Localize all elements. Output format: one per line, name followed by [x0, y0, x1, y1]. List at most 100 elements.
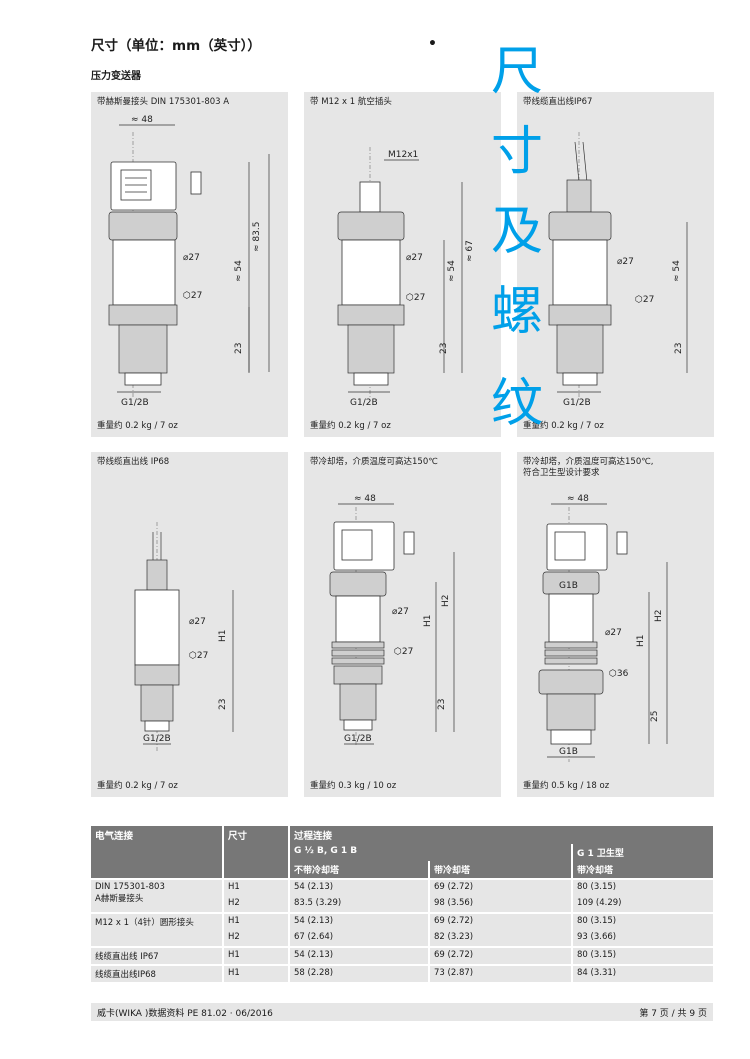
drawing-panel-ip67: 带线缆直出线IP67 ≈ 54 ⌀27 ⬡27 23 G1/2B 重量约 0.2… — [517, 92, 714, 437]
panel-caption: 带赫斯曼接头 DIN 175301-803 A — [97, 97, 230, 107]
cell-connection: 线缆直出线 IP67 — [91, 946, 223, 965]
dim-label: ⌀27 — [406, 253, 423, 263]
cell-value: 93 (3.66) — [571, 930, 713, 947]
caption-line-1: 带冷却塔，介质温度可高达150℃, — [523, 457, 654, 467]
cell-value: 67 (2.64) — [288, 930, 429, 947]
cell-size: H2 — [222, 930, 289, 947]
panel-weight: 重量约 0.2 kg / 7 oz — [97, 421, 178, 431]
col-header-connection: 电气连接 — [91, 826, 223, 879]
drawing-cooling-tower: ≈ 48 ⌀27 H1 H2 ⬡27 23 G1/2B — [329, 494, 455, 747]
dim-label: 23 — [234, 343, 244, 354]
table-row: H2 67 (2.64) 82 (3.23) 93 (3.66) — [91, 930, 713, 947]
dim-label: H1 — [218, 630, 228, 643]
cell-size: H1 — [222, 946, 289, 965]
cooling-fins — [544, 641, 598, 665]
section-subtitle: 压力变送器 — [91, 71, 141, 82]
dim-label: ⌀27 — [617, 257, 634, 267]
dim-label: G1/2B — [344, 734, 372, 744]
page-title: 尺寸（单位：mm（英寸）） — [91, 38, 261, 54]
cell-connection: 线缆直出线IP68 — [91, 964, 223, 982]
cell-value: 80 (3.15) — [571, 946, 713, 965]
dim-label: ⌀27 — [183, 253, 200, 263]
dim-label: 23 — [674, 343, 684, 354]
dim-label: M12x1 — [388, 150, 418, 160]
panel-weight: 重量约 0.2 kg / 7 oz — [523, 421, 604, 431]
cell-value: 83.5 (3.29) — [288, 896, 429, 913]
cell-value: 98 (3.56) — [428, 896, 572, 913]
dim-label: 23 — [218, 699, 228, 710]
table-row: H2 83.5 (3.29) 98 (3.56) 109 (4.29) — [91, 896, 713, 913]
subheader-g-half: G ½ B, G 1 B — [288, 844, 572, 861]
dim-label: ≈ 48 — [567, 494, 589, 504]
dim-label: ⌀27 — [605, 628, 622, 638]
caption-line-2: 符合卫生型设计要求 — [523, 468, 600, 478]
dim-label: ≈ 54 — [234, 260, 244, 282]
cell-value: 109 (4.29) — [571, 896, 713, 913]
dim-label: ⬡27 — [635, 295, 654, 305]
cell-value: 69 (2.72) — [428, 946, 572, 965]
drawing-ip67-cable: ≈ 54 ⌀27 ⬡27 23 G1/2B — [548, 132, 688, 408]
conn-line-2: A赫斯曼接头 — [95, 894, 144, 904]
dim-label: ⬡27 — [189, 651, 208, 661]
dim-label: 25 — [650, 711, 660, 722]
cell-size: H2 — [222, 896, 289, 913]
cell-value: 54 (2.13) — [288, 912, 429, 930]
dim-label: ⌀27 — [392, 607, 409, 617]
dim-label: H1 — [423, 615, 433, 628]
panel-weight: 重量约 0.2 kg / 7 oz — [310, 421, 391, 431]
cell-value: 69 (2.72) — [428, 878, 572, 896]
cell-size: H1 — [222, 912, 289, 930]
cell-size: H1 — [222, 878, 289, 896]
dim-label: G1/2B — [143, 734, 171, 744]
overlay-char: 纹 — [490, 374, 543, 434]
dim-label: ≈ 54 — [447, 260, 457, 282]
cell-value: 54 (2.13) — [288, 878, 429, 896]
dim-label: G1/2B — [350, 398, 378, 408]
dimension-table: 电气连接 尺寸 过程连接 G ½ B, G 1 B G 1 卫生型 不带冷却塔 … — [91, 826, 713, 982]
cooling-fins — [331, 641, 385, 665]
dim-label: 23 — [439, 343, 449, 354]
dim-label: ≈ 83.5 — [252, 222, 262, 252]
overlay-char: 尺 — [490, 42, 543, 102]
dim-label: ≈ 67 — [465, 240, 475, 262]
overlay-char: 寸 — [490, 122, 543, 182]
drawing-panel-sanitary: 带冷却塔，介质温度可高达150℃,符合卫生型设计要求 ≈ 48 G1B ⌀27 … — [517, 452, 714, 797]
cell-value: 82 (3.23) — [428, 930, 572, 947]
dim-label: H2 — [654, 610, 664, 623]
bullet-dot: • — [428, 36, 437, 52]
dim-label: ⌀27 — [189, 617, 206, 627]
cell-value: 80 (3.15) — [571, 878, 713, 896]
cell-value: 54 (2.13) — [288, 946, 429, 965]
subheader-g1-sanitary: G 1 卫生型 — [571, 844, 713, 861]
table-row: 线缆直出线IP68 H1 58 (2.28) 73 (2.87) 84 (3.3… — [91, 964, 713, 982]
dim-label: ⬡27 — [183, 291, 202, 301]
cell-size: H1 — [222, 964, 289, 982]
drawing-din-connector: ≈ 48 ≈ 83.5 ≈ 54 ⌀27 ⬡27 23 G1/2B — [108, 115, 270, 408]
cell-value: 58 (2.28) — [288, 964, 429, 982]
overlay-char: 螺 — [490, 282, 543, 342]
page-footer: 威卡(WIKA )数据资料 PE 81.02 · 06/2016 第 7 页 /… — [91, 1003, 713, 1021]
drawing-panel-din: 带赫斯曼接头 DIN 175301-803 A ≈ 48 ≈ 83.5 ≈ 54… — [91, 92, 288, 437]
panel-weight: 重量约 0.2 kg / 7 oz — [97, 781, 178, 791]
dim-label: G1/2B — [563, 398, 591, 408]
dim-label: G1/2B — [121, 398, 149, 408]
drawing-ip68-cable: ⌀27 H1 ⬡27 23 G1/2B — [134, 522, 234, 752]
panel-caption: 带线缆直出线IP67 — [523, 97, 593, 107]
drawing-sanitary-cooling-tower: ≈ 48 G1B ⌀27 H1 H2 ⬡36 25 G1B — [538, 494, 668, 762]
cell-connection: M12 x 1（4针）圆形接头 — [91, 912, 223, 947]
col-header-size: 尺寸 — [222, 826, 289, 879]
dim-label: ≈ 48 — [131, 115, 153, 125]
subheader-no-cooling: 不带冷却塔 — [288, 861, 429, 879]
cell-value: 73 (2.87) — [428, 964, 572, 982]
drawing-panel-ip68: 带线缆直出线 IP68 ⌀27 H1 ⬡27 23 G1/2B 重量约 0.2 … — [91, 452, 288, 797]
dim-label: ⬡36 — [609, 669, 629, 679]
cell-value: 69 (2.72) — [428, 912, 572, 930]
dim-label: ⬡27 — [394, 647, 413, 657]
dim-label: G1B — [559, 747, 578, 757]
drawing-m12-connector: M12x1 ≈ 67 ≈ 54 ⌀27 ⬡27 23 G1/2B — [337, 147, 475, 408]
dim-label: ≈ 48 — [354, 494, 376, 504]
table-row: M12 x 1（4针）圆形接头 H1 54 (2.13) 69 (2.72) 8… — [91, 912, 713, 947]
cell-value: 84 (3.31) — [571, 964, 713, 982]
